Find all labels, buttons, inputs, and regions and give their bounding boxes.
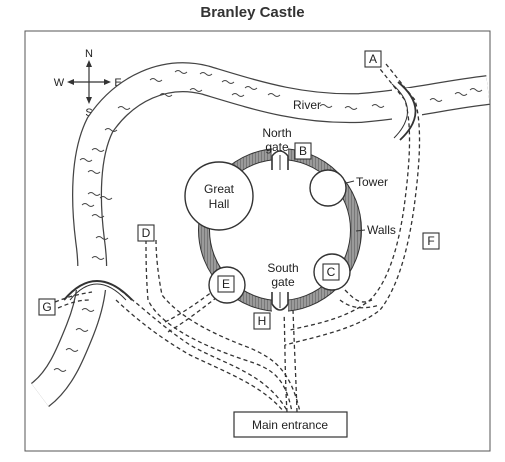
great-hall-label-line1: Great (204, 182, 235, 196)
marker-a: A (364, 50, 382, 68)
south-gate-label-line1: South (267, 261, 298, 275)
marker-f-label: F (427, 234, 434, 248)
marker-a-label: A (369, 52, 377, 66)
compass-e: E (114, 77, 121, 89)
marker-d: D (137, 224, 155, 242)
river-waves (53, 70, 483, 372)
compass-rose: N S W E (54, 48, 122, 119)
compass-s: S (85, 107, 92, 119)
marker-h: H (253, 312, 271, 330)
marker-g: G (38, 298, 56, 316)
marker-f: F (422, 232, 440, 250)
marker-c: C (322, 263, 340, 281)
marker-b-label: B (299, 144, 307, 158)
main-entrance-label: Main entrance (252, 418, 328, 432)
tower-label: Tower (356, 175, 388, 189)
marker-e: E (217, 275, 235, 293)
page-title: Branley Castle (200, 4, 305, 21)
great-hall-label-line2: Hall (209, 197, 230, 211)
compass-n: N (85, 48, 93, 60)
marker-c-label: C (327, 265, 336, 279)
walls-label: Walls (367, 223, 396, 237)
north-gate (271, 146, 289, 170)
marker-b: B (294, 142, 312, 160)
south-gate (271, 292, 289, 316)
main-entrance: Main entrance (233, 411, 348, 438)
north-gate-label-line2: gate (265, 140, 289, 154)
compass-w: W (54, 77, 65, 89)
river-label: River (293, 98, 321, 112)
great-hall-building (184, 161, 254, 231)
river (30, 62, 490, 407)
footpaths (54, 63, 421, 413)
bridge-west (63, 266, 133, 301)
marker-h-label: H (258, 314, 267, 328)
tower-building (309, 169, 347, 207)
marker-g-label: G (42, 300, 51, 314)
marker-d-label: D (142, 226, 151, 240)
south-gate-label-line2: gate (271, 275, 295, 289)
north-gate-label-line1: North (262, 126, 291, 140)
marker-e-label: E (222, 277, 230, 291)
